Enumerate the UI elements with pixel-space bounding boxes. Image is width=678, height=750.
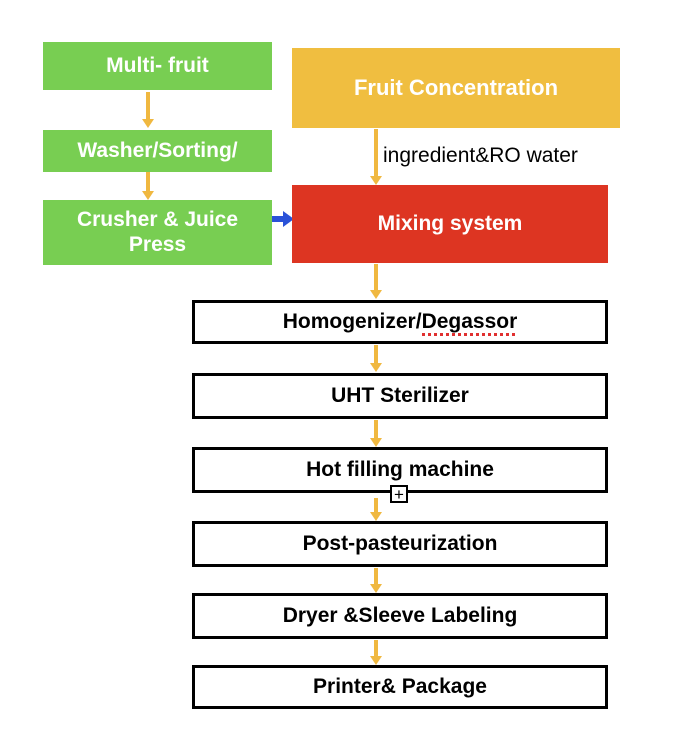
arrow-shaft bbox=[374, 345, 378, 363]
node-mixing-system-label: Mixing system bbox=[377, 211, 523, 235]
node-homogenizer-degassor-label: Homogenizer/Degassor bbox=[282, 309, 518, 337]
arrow-shaft bbox=[374, 568, 378, 584]
node-multi-fruit[interactable]: Multi- fruit bbox=[43, 42, 272, 90]
arrow-head bbox=[370, 584, 382, 593]
arrow-head bbox=[370, 438, 382, 447]
arrow-head bbox=[142, 191, 154, 200]
node-washer-sorting[interactable]: Washer/Sorting/ bbox=[43, 130, 272, 172]
node-post-pasteurization[interactable]: Post-pasteurization bbox=[192, 521, 608, 567]
node-uht-sterilizer[interactable]: UHT Sterilizer bbox=[192, 373, 608, 419]
expand-plus-handle[interactable]: + bbox=[390, 485, 408, 503]
node-homogenizer-prefix: Homogenizer/ bbox=[282, 309, 422, 333]
node-fruit-concentration-label: Fruit Concentration bbox=[353, 75, 559, 101]
node-crusher-juice-press-label: Crusher & Juice Press bbox=[76, 207, 239, 256]
arrow-head bbox=[142, 119, 154, 128]
arrow-shaft bbox=[374, 129, 378, 176]
arrow-shaft bbox=[146, 92, 150, 119]
node-crusher-juice-press[interactable]: Crusher & Juice Press bbox=[43, 200, 272, 265]
node-homogenizer-degassor[interactable]: Homogenizer/Degassor bbox=[192, 300, 608, 344]
arrow-head bbox=[370, 290, 382, 299]
arrow-head bbox=[370, 512, 382, 521]
arrow-head bbox=[370, 656, 382, 665]
arrow-head bbox=[370, 176, 382, 185]
node-multi-fruit-label: Multi- fruit bbox=[106, 53, 209, 77]
node-printer-package[interactable]: Printer& Package bbox=[192, 665, 608, 709]
arrow-shaft bbox=[374, 498, 378, 512]
node-dryer-sleeve-labeling[interactable]: Dryer &Sleeve Labeling bbox=[192, 593, 608, 639]
node-mixing-system[interactable]: Mixing system bbox=[292, 185, 608, 263]
node-dryer-sleeve-labeling-label: Dryer &Sleeve Labeling bbox=[282, 603, 518, 627]
node-fruit-concentration[interactable]: Fruit Concentration bbox=[292, 48, 620, 128]
node-washer-sorting-label: Washer/Sorting/ bbox=[77, 138, 238, 162]
node-post-pasteurization-label: Post-pasteurization bbox=[302, 531, 498, 555]
edge-label-ingredient-ro-water: ingredient&RO water bbox=[383, 144, 578, 167]
arrow-shaft bbox=[374, 264, 378, 290]
plus-icon: + bbox=[394, 484, 404, 504]
arrow-shaft bbox=[272, 216, 285, 222]
arrow-head bbox=[283, 211, 294, 227]
node-degassor-misspelled-word: Degassor bbox=[421, 309, 518, 337]
node-uht-sterilizer-label: UHT Sterilizer bbox=[331, 383, 469, 407]
arrow-shaft bbox=[146, 172, 150, 191]
node-hot-filling-machine-label: Hot filling machine bbox=[306, 457, 494, 481]
arrow-shaft bbox=[374, 640, 378, 656]
node-printer-package-label: Printer& Package bbox=[313, 674, 487, 698]
arrow-head bbox=[370, 363, 382, 372]
arrow-shaft bbox=[374, 420, 378, 438]
